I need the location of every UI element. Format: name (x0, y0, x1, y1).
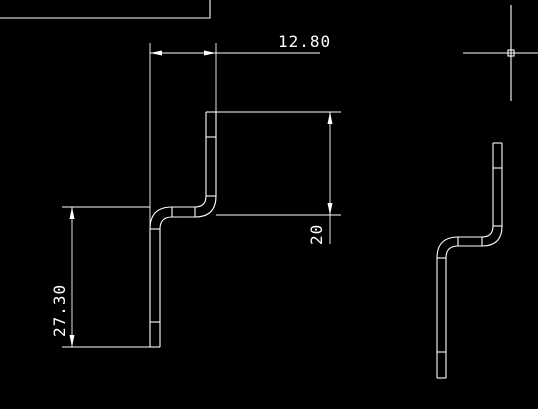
dimension-right-height-label: 20 (307, 224, 326, 245)
crosshair-cursor-icon (463, 5, 538, 101)
bent-profile-preview (436, 142, 503, 379)
bent-profile-main (149, 111, 217, 348)
dimension-top-width: 12.80 (149, 32, 331, 347)
dimension-top-width-label: 12.80 (278, 32, 331, 51)
dimension-right-height: 20 (216, 111, 341, 245)
dimension-left-height-label: 27.30 (50, 284, 69, 337)
dimension-left-height: 27.30 (50, 206, 150, 348)
title-block-frame (0, 0, 211, 19)
